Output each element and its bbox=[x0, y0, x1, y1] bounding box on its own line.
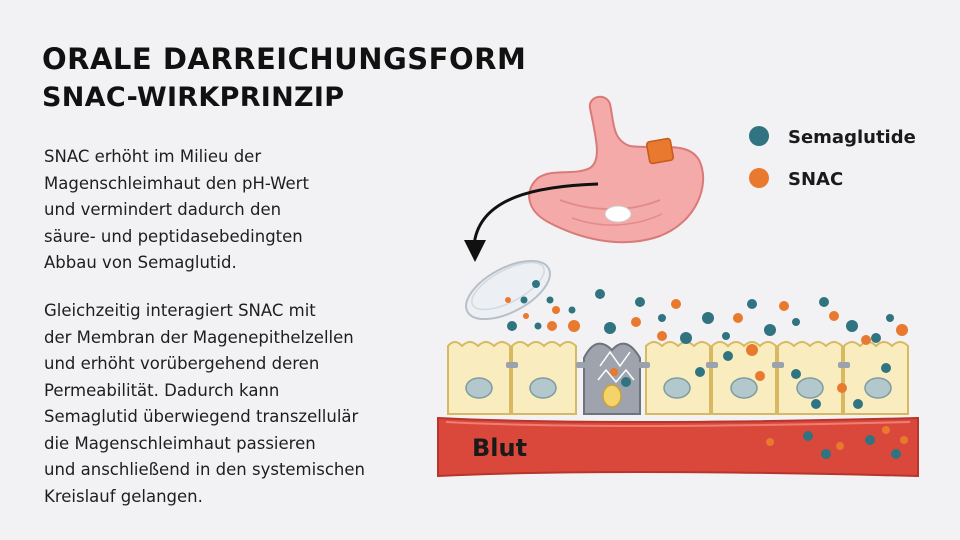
page-subtitle: SNAC-WIRKPRINZIP bbox=[42, 82, 345, 113]
curved-arrow-icon bbox=[464, 182, 599, 262]
page-title: ORALE DARREICHUNGSFORM bbox=[42, 42, 527, 76]
paragraph-line: Gleichzeitig interagiert SNAC mit bbox=[44, 301, 316, 320]
stomach-icon bbox=[528, 95, 705, 244]
semaglutide-legend-dot bbox=[749, 126, 769, 146]
paragraph-line: und vermindert dadurch den bbox=[44, 200, 282, 219]
paragraph-permeability: Gleichzeitig interagiert SNAC mit der Me… bbox=[44, 298, 365, 510]
paragraph-line: Abbau von Semaglutid. bbox=[44, 253, 237, 272]
snac-molecules bbox=[505, 297, 908, 450]
paragraph-line: und anschließend in den systemischen bbox=[44, 460, 365, 479]
paragraph-line: die Magenschleimhaut passieren bbox=[44, 433, 316, 453]
paragraph-line: Magenschleimhaut den pH-Wert bbox=[44, 173, 309, 193]
tablet-icon bbox=[465, 259, 551, 321]
blood-label: Blut bbox=[472, 434, 527, 462]
paragraph-line: SNAC erhöht im Milieu der bbox=[44, 147, 262, 166]
snac-legend-dot bbox=[749, 168, 769, 188]
paragraph-line: säure- und peptidasebedingten bbox=[44, 226, 303, 246]
paragraph-ph-effect: SNAC erhöht im Milieu der Magenschleimha… bbox=[44, 144, 309, 277]
paragraph-line: und erhöht vorübergehend deren bbox=[44, 354, 320, 373]
snac-legend-label: SNAC bbox=[788, 169, 843, 190]
legend: Semaglutide SNAC bbox=[749, 126, 916, 190]
paragraph-line: Kreislauf gelangen. bbox=[44, 486, 203, 506]
paragraph-line: Semaglutid überwiegend transzellulär bbox=[44, 407, 359, 426]
blood-vessel: Blut bbox=[437, 416, 919, 478]
semaglutide-legend-label: Semaglutide bbox=[788, 127, 916, 148]
paragraph-line: Permeabilität. Dadurch kann bbox=[44, 380, 280, 400]
semaglutide-molecules bbox=[507, 280, 901, 459]
paragraph-line: der Membran der Magenepithelzellen bbox=[44, 327, 354, 347]
epithelial-cells bbox=[447, 341, 909, 415]
